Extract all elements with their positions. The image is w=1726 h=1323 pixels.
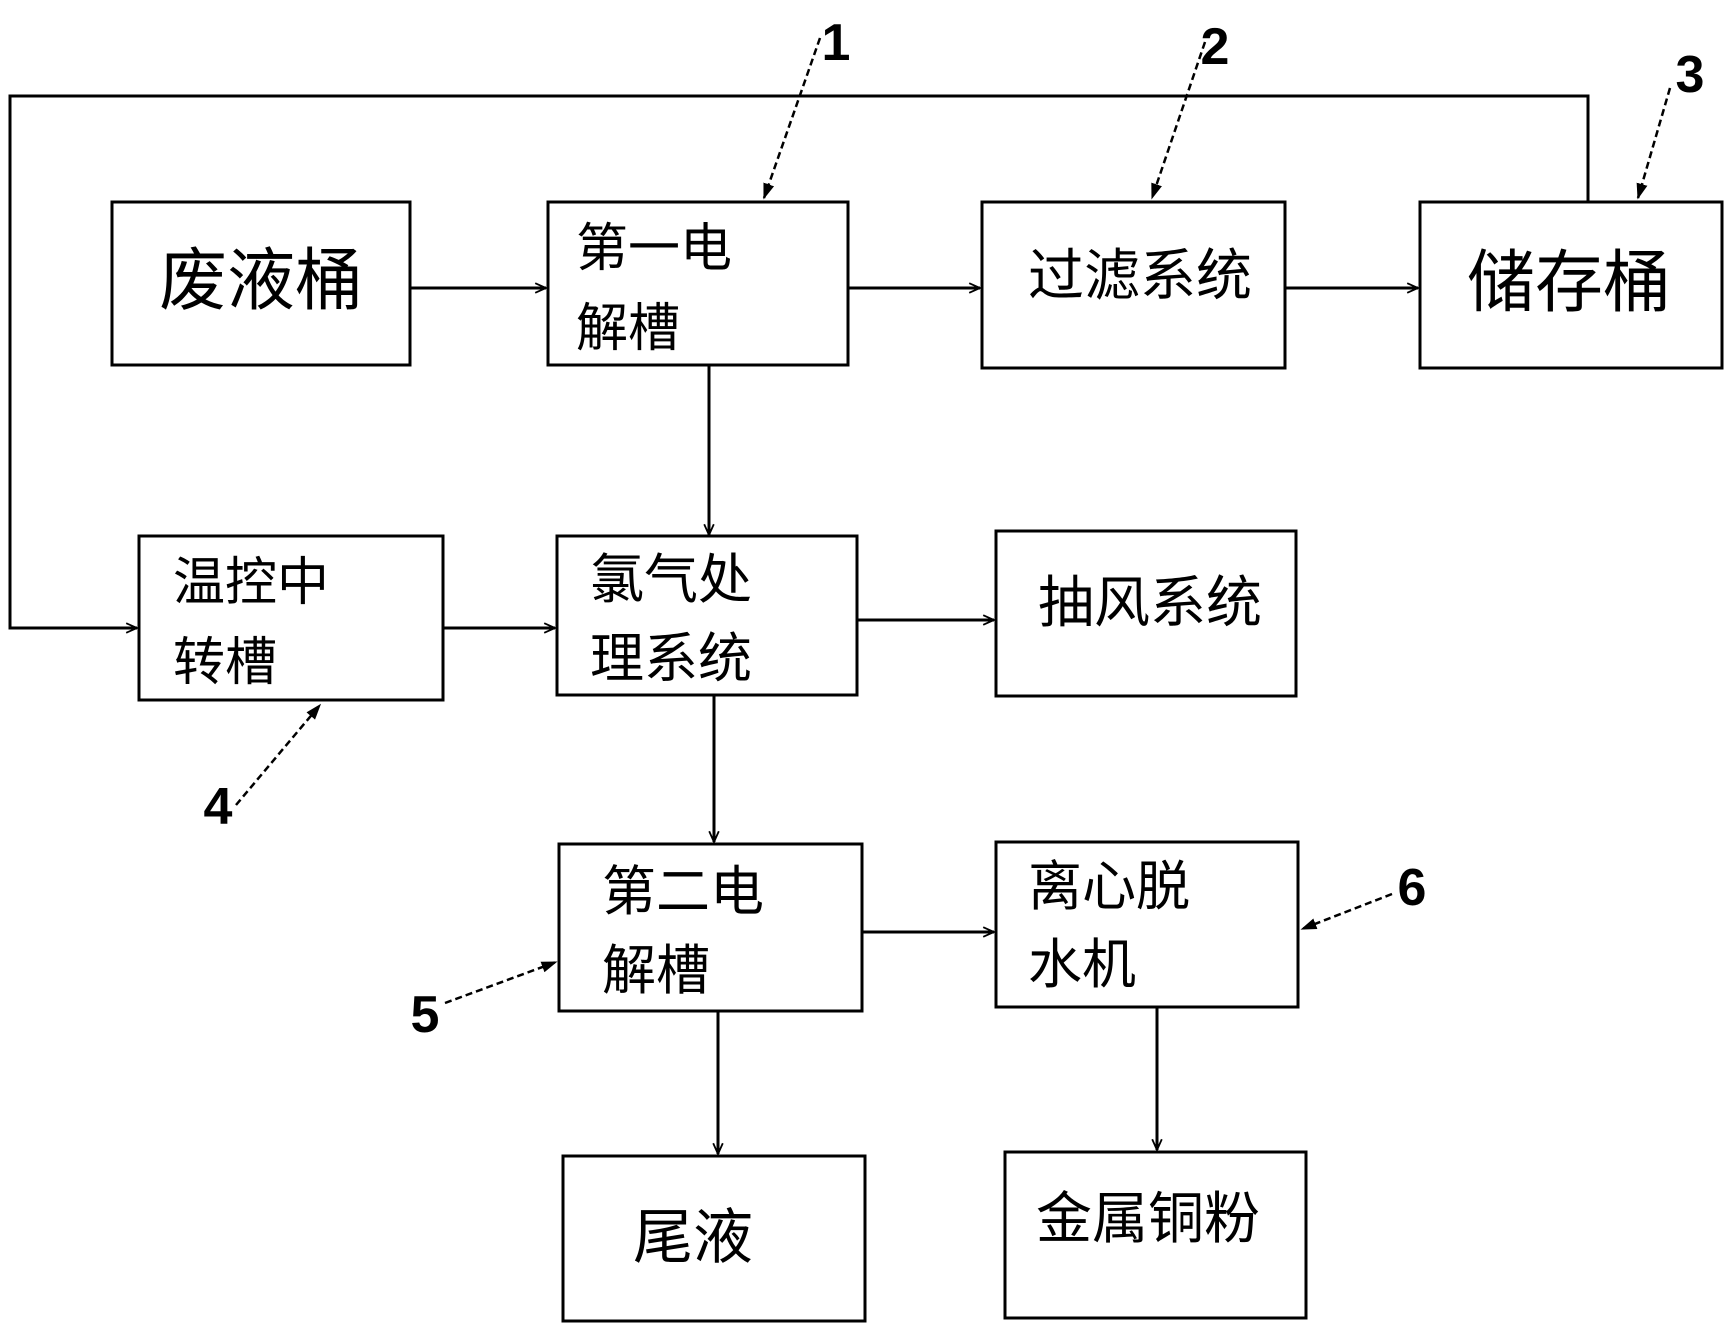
box-waste-bucket-label: 废液桶	[159, 242, 363, 321]
box-second-electrolysis-line1: 第二电	[602, 860, 764, 923]
box-storage-bucket-label: 储存桶	[1467, 244, 1671, 323]
callout-5-number: 5	[411, 986, 440, 1044]
box-centrifuge: 离心脱 水机	[994, 840, 1300, 1009]
box-temp-transfer-line1: 温控中	[173, 553, 329, 613]
box-copper-powder: 金属铜粉	[1003, 1150, 1308, 1320]
box-first-electrolysis: 第一电 解槽	[546, 200, 850, 367]
box-tail-liquid-label: 尾液	[633, 1203, 753, 1273]
callout-4-number: 4	[204, 778, 233, 836]
callout-4-leader	[235, 703, 322, 806]
flow-connectors	[8, 94, 1590, 1154]
box-second-electrolysis: 第二电 解槽	[557, 842, 864, 1013]
box-filter-system: 过滤系统	[980, 200, 1287, 370]
box-waste-bucket: 废液桶	[110, 200, 412, 367]
box-first-electrolysis-line1: 第一电	[576, 219, 732, 279]
callout-3-number: 3	[1676, 46, 1705, 104]
callout-2-leader	[1150, 41, 1207, 200]
callout-6-leader	[1300, 892, 1393, 931]
box-filter-system-label: 过滤系统	[1028, 244, 1252, 309]
callout-1-leader	[762, 37, 822, 200]
callout-5-leader	[444, 960, 558, 1005]
box-chlorine-treatment-line1: 氯气处	[590, 548, 752, 611]
callout-1-number: 1	[822, 14, 851, 72]
box-storage-bucket: 储存桶	[1418, 200, 1724, 370]
loop-storage-to-temp-transfer	[8, 94, 1590, 628]
box-centrifuge-line1: 离心脱	[1028, 855, 1190, 918]
box-second-electrolysis-line2: 解槽	[602, 939, 710, 1002]
box-chlorine-treatment-line2: 理系统	[590, 627, 752, 690]
box-exhaust-system-label: 抽风系统	[1038, 571, 1262, 636]
box-temp-transfer: 温控中 转槽	[137, 534, 445, 702]
box-first-electrolysis-line2: 解槽	[576, 299, 680, 359]
box-tail-liquid: 尾液	[561, 1154, 867, 1323]
callouts: 1 2 3 4 5 6	[204, 14, 1705, 1044]
callout-6-number: 6	[1398, 859, 1427, 917]
callout-2-number: 2	[1201, 18, 1230, 76]
box-chlorine-treatment: 氯气处 理系统	[555, 534, 859, 697]
box-centrifuge-line2: 水机	[1028, 933, 1136, 996]
box-temp-transfer-line2: 转槽	[173, 633, 277, 693]
box-exhaust-system: 抽风系统	[994, 529, 1298, 698]
box-copper-powder-label: 金属铜粉	[1036, 1187, 1260, 1252]
callout-3-leader	[1636, 87, 1672, 200]
